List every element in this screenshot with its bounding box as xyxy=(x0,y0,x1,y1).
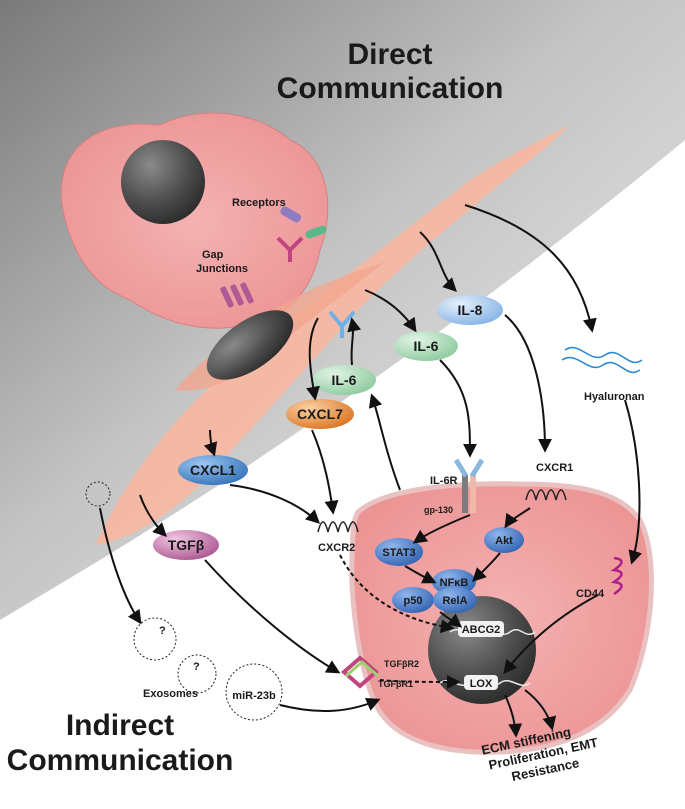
arrow-to-cxcl1 xyxy=(203,429,218,457)
p50-label: p50 xyxy=(404,595,423,607)
tgfb-label: TGFβ xyxy=(168,537,205,553)
arrow-to-exosomes xyxy=(99,507,142,625)
cxcr1-receptor-icon xyxy=(525,489,567,501)
tgfbr-receptor-icon xyxy=(340,655,380,689)
lox-label: LOX xyxy=(470,678,493,690)
il6-oval-b xyxy=(312,365,376,395)
gap-label-line2: Junctions xyxy=(196,263,248,275)
indirect-title-line2: Communication xyxy=(7,744,234,777)
arrow-cxcl7-to-cxcr2 xyxy=(311,429,339,515)
il8-oval xyxy=(437,295,503,325)
stat3-oval xyxy=(375,538,423,566)
rela-label: RelA xyxy=(442,595,467,607)
arrow-to-tgfb xyxy=(139,494,167,537)
il6r-receptor-icon xyxy=(453,458,485,513)
gap-junctions-icon xyxy=(220,282,254,308)
cxcl1-label: CXCL1 xyxy=(190,462,236,478)
arrow-il6r-to-stat3 xyxy=(412,514,471,544)
akt-oval xyxy=(484,527,524,553)
hyaluronan-label: Hyaluronan xyxy=(584,391,645,403)
arrow-tgfb-to-tgfbr xyxy=(204,559,341,674)
cxcl7-oval xyxy=(286,399,354,429)
stat3-label: STAT3 xyxy=(382,547,415,559)
cxcr2-receptor-icon xyxy=(317,521,359,533)
arrow-il8-to-cxcr1 xyxy=(504,314,552,453)
abcg2-gene-box xyxy=(458,621,504,637)
exosome-q1: ? xyxy=(159,625,166,637)
arrow-hyaluronan-to-cd44 xyxy=(624,399,642,565)
arrow-to-proliferation xyxy=(524,689,557,731)
mir23b-label: miR-23b xyxy=(232,690,276,702)
gp130-label: gp-130 xyxy=(424,505,453,515)
arrow-akt-to-nfkb xyxy=(472,552,501,582)
indirect-title-line1: Indirect xyxy=(66,709,174,742)
p50-oval xyxy=(392,587,434,613)
tgfb-oval xyxy=(153,530,219,560)
arrow-mir23b-to-cell xyxy=(279,697,381,712)
arrow-to-cxcl7 xyxy=(306,317,320,401)
cxcr1-label: CXCR1 xyxy=(536,462,573,474)
exosome-icon-2 xyxy=(177,654,217,694)
gap-label-line1: Gap xyxy=(202,249,224,261)
outcomes-group: ECM stiffening Proliferation, EMT Resist… xyxy=(480,724,599,784)
abcg2-label: ABCG2 xyxy=(462,624,501,636)
arrow-cxcr1-to-akt xyxy=(504,507,531,529)
arrow-tgfbr-to-lox xyxy=(379,674,461,689)
cxcl1-oval xyxy=(178,455,248,485)
lox-gene-box xyxy=(464,675,498,690)
cxcr2-label: CXCR2 xyxy=(318,542,355,554)
fibroblast-receptor-icon xyxy=(328,310,356,338)
arrow-to-il6a xyxy=(364,289,417,333)
pathway-arrows xyxy=(99,204,642,738)
exosomes-label: Exosomes xyxy=(143,688,198,700)
hyaluronan-icon xyxy=(561,346,643,374)
akt-label: Akt xyxy=(495,535,513,547)
direct-title-line2: Communication xyxy=(277,72,504,105)
receptors-label: Receptors xyxy=(232,197,286,209)
cxcl7-label: CXCL7 xyxy=(297,406,343,422)
il6-label-b: IL-6 xyxy=(332,372,357,388)
arrow-cxcl1-to-cxcr2 xyxy=(229,484,321,524)
arrow-to-il8 xyxy=(419,231,457,292)
exosome-icon-1 xyxy=(133,617,177,661)
il6-label-a: IL-6 xyxy=(414,338,439,354)
receptors-icon xyxy=(276,206,327,262)
arrow-to-il6b xyxy=(368,393,401,491)
stromal-cell-nucleus xyxy=(121,140,205,224)
mir23b-exosome-icon xyxy=(225,663,283,721)
arrow-to-hyaluronan xyxy=(464,204,597,333)
direct-title-line1: Direct xyxy=(347,38,432,71)
fibroblast-nucleus xyxy=(206,310,294,380)
exosome-q2: ? xyxy=(193,661,200,673)
tgfbr1-label: TGFβR1 xyxy=(378,679,413,689)
cd44-receptor-icon xyxy=(610,556,623,596)
il6-oval-a xyxy=(394,331,458,361)
fibroblast-cell xyxy=(95,125,570,545)
arrow-cxcr2-to-abcg2 xyxy=(339,554,455,634)
arrow-cd44-to-lox xyxy=(503,594,599,675)
nfkb-label: NFκB xyxy=(440,577,469,589)
fibroblast-exosome-icon xyxy=(85,481,111,507)
il6r-label: IL-6R xyxy=(430,475,458,487)
arrow-stat3-to-nfkb xyxy=(404,565,437,584)
arrow-to-ecm xyxy=(504,694,523,738)
cd44-label: CD44 xyxy=(576,588,605,600)
arrow-il6-to-il6r xyxy=(439,359,477,458)
rela-oval xyxy=(433,587,477,613)
arrow-to-fibroblast-receptor xyxy=(347,317,362,366)
il8-label: IL-8 xyxy=(458,302,483,318)
tgfbr2-label: TGFβR2 xyxy=(384,659,419,669)
